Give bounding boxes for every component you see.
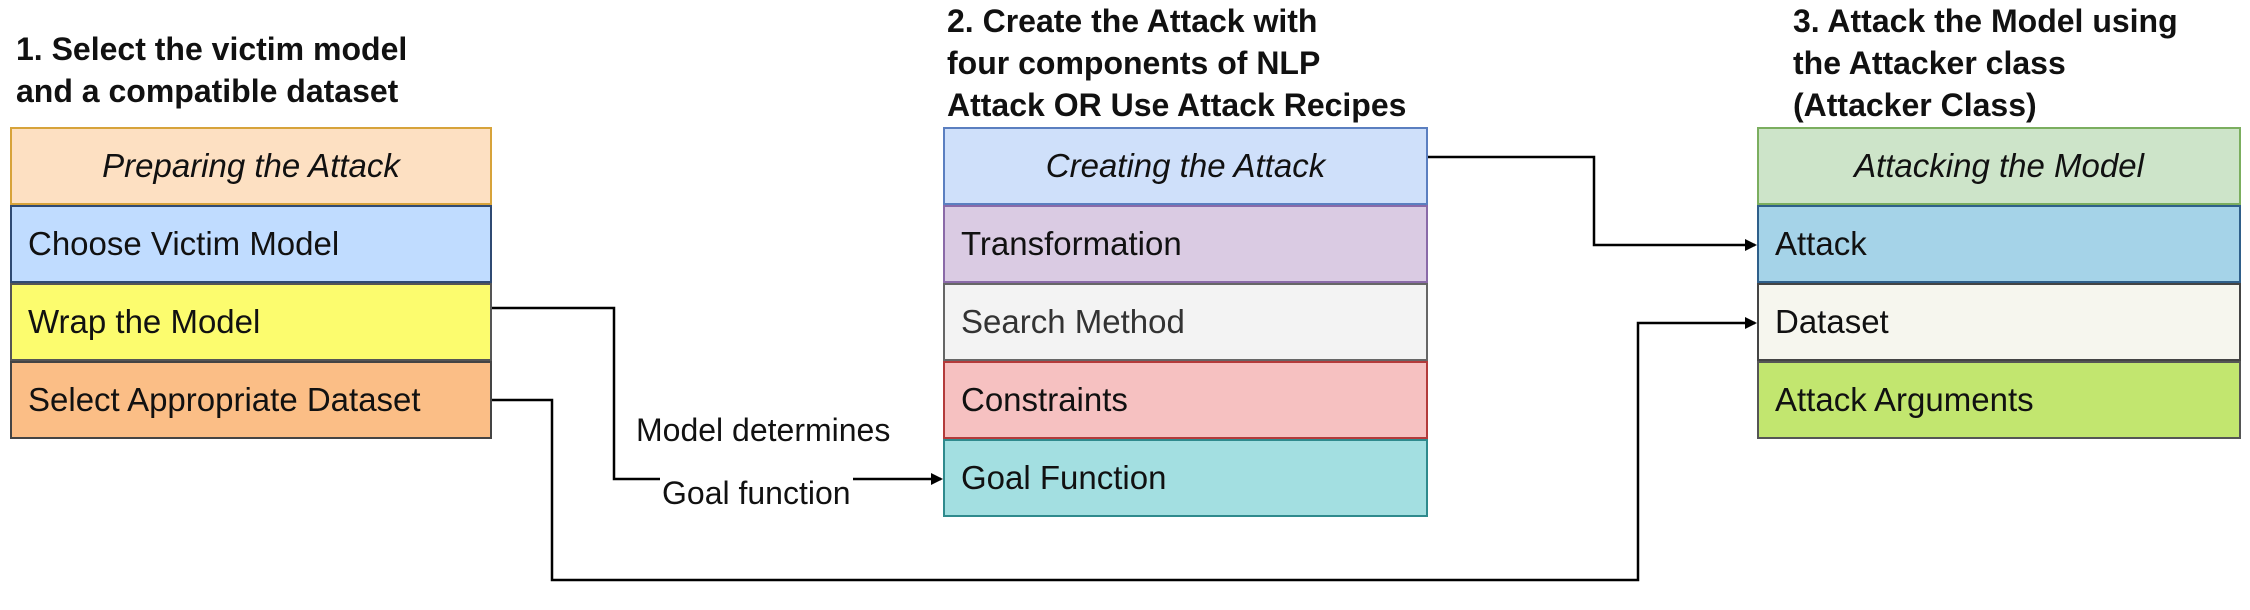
- goal-function-row: Goal Function: [943, 439, 1428, 517]
- creating-attack-panel: Creating the Attack Transformation Searc…: [943, 127, 1428, 517]
- panel-2-heading: 2. Create the Attack with four component…: [947, 0, 1406, 126]
- panel-2-heading-line: four components of NLP: [947, 45, 1321, 81]
- panel-3-heading-line: 3. Attack the Model using: [1793, 3, 2178, 39]
- preparing-attack-panel: Preparing the Attack Choose Victim Model…: [10, 127, 492, 439]
- wrap-model-row: Wrap the Model: [10, 283, 492, 361]
- choose-victim-model-row: Choose Victim Model: [10, 205, 492, 283]
- wrap-model-to-goal-function-arrow: [492, 306, 943, 485]
- attacking-model-header: Attacking the Model: [1757, 127, 2241, 205]
- select-dataset-row: Select Appropriate Dataset: [10, 361, 492, 439]
- search-method-row: Search Method: [943, 283, 1428, 361]
- connector-label-model-determines: Model determines: [634, 412, 893, 449]
- transformation-row: Transformation: [943, 205, 1428, 283]
- panel-1-heading-line: and a compatible dataset: [16, 73, 399, 109]
- panel-1-heading-line: 1. Select the victim model: [16, 31, 408, 67]
- creating-attack-to-attack-arrow: [1428, 155, 1757, 251]
- panel-1-heading: 1. Select the victim model and a compati…: [16, 28, 407, 112]
- creating-attack-header: Creating the Attack: [943, 127, 1428, 205]
- attacking-model-panel: Attacking the Model Attack Dataset Attac…: [1757, 127, 2241, 439]
- select-dataset-to-dataset-arrow: [492, 317, 1757, 582]
- panel-3-heading-line: (Attacker Class): [1793, 87, 2037, 123]
- constraints-row: Constraints: [943, 361, 1428, 439]
- connector-label-goal-function: Goal function: [660, 475, 853, 512]
- dataset-row: Dataset: [1757, 283, 2241, 361]
- panel-2-heading-line: Attack OR Use Attack Recipes: [947, 87, 1407, 123]
- preparing-attack-header: Preparing the Attack: [10, 127, 492, 205]
- attack-arguments-row: Attack Arguments: [1757, 361, 2241, 439]
- panel-3-heading-line: the Attacker class: [1793, 45, 2066, 81]
- attack-row: Attack: [1757, 205, 2241, 283]
- panel-3-heading: 3. Attack the Model using the Attacker c…: [1793, 0, 2178, 126]
- panel-2-heading-line: 2. Create the Attack with: [947, 3, 1318, 39]
